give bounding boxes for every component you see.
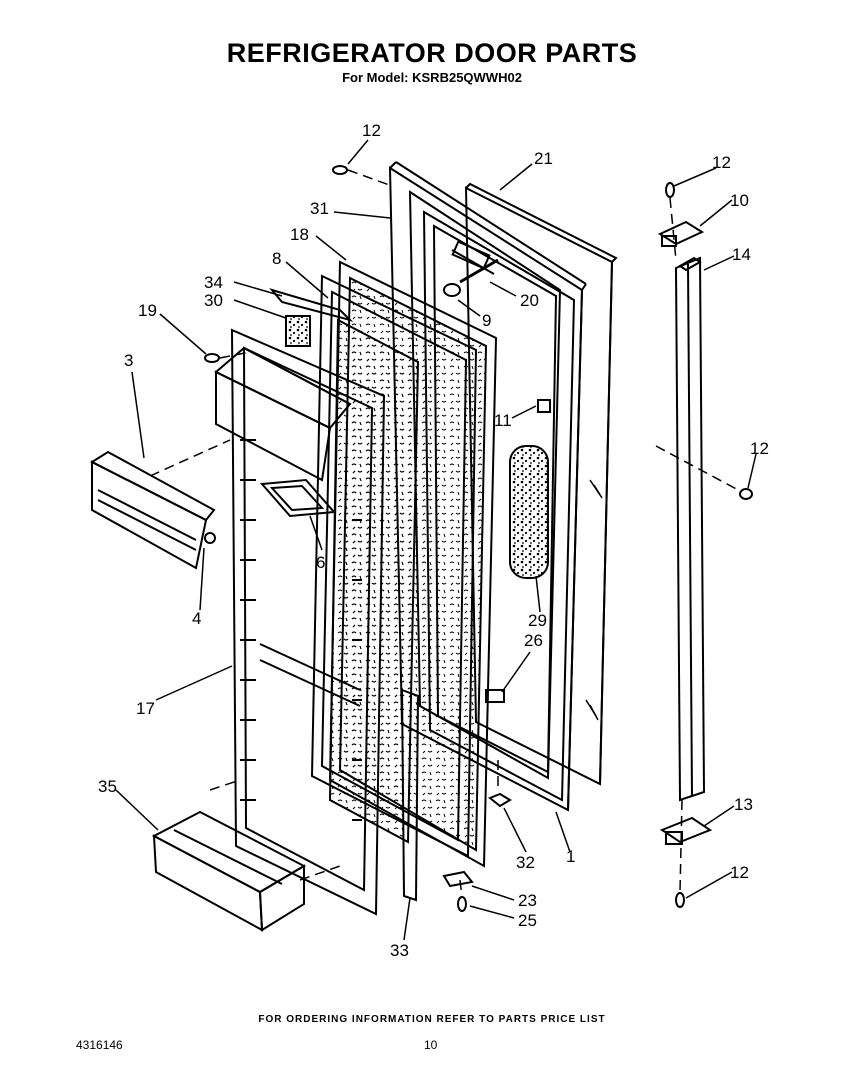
callout-14: 14 [732,245,751,264]
bottom-bracket [442,870,474,888]
shelf-clip [485,689,505,703]
callout-6: 6 [316,553,325,572]
callout-9: 9 [482,311,491,330]
callout-33: 33 [390,941,409,960]
insulation-sheet [328,318,420,844]
screw-4 [204,532,216,544]
callout-12-right-mid: 12 [750,439,769,458]
handle-pocket [259,478,337,518]
page-number: 10 [424,1038,438,1052]
callout-13: 13 [734,795,753,814]
hinge-channel [674,256,706,802]
screw-19 [204,353,220,363]
door-liner [230,328,386,916]
callout-10: 10 [730,191,749,210]
callout-17: 17 [136,699,155,718]
callout-12-top: 12 [362,121,381,140]
callout-18: 18 [290,225,309,244]
callout-29: 29 [528,611,547,630]
callout-19: 19 [138,301,157,320]
callout-8: 8 [272,249,281,268]
page-title: REFRIGERATOR DOOR PARTS [226,38,638,68]
callout-1: 1 [566,847,575,866]
screw-25 [457,896,467,912]
callout-31: 31 [310,199,329,218]
bumper [443,283,461,297]
callout-34: 34 [204,273,223,292]
wire-clip [537,399,551,413]
bottom-hinge [659,816,713,845]
trim-strip [400,688,420,902]
callout-20: 20 [520,291,539,310]
callout-12-right-bottom: 12 [730,863,749,882]
callout-3: 3 [124,351,133,370]
callout-25: 25 [518,911,537,930]
retainer-rod [459,258,499,284]
callout-26: 26 [524,631,543,650]
top-hinge [657,220,705,247]
screw-12-right-top [665,182,675,198]
model-subtitle: For Model: KSRB25QWWH02 [342,70,522,85]
foam-pad [509,445,549,579]
gasket-frame [310,274,478,858]
callout-11: 11 [494,411,512,430]
bottom-door-bin [151,810,307,932]
screw-12-right-bottom [675,892,685,908]
callout-4: 4 [192,609,201,628]
callout-35: 35 [98,777,117,796]
screw-12-right-mid [739,488,753,500]
callout-32: 32 [516,853,535,872]
door-cap [488,792,512,808]
callout-23: 23 [518,891,537,910]
document-number: 4316146 [76,1038,123,1052]
callout-21: 21 [534,149,553,168]
cover-plate [269,288,354,322]
dispenser-housing [214,346,352,482]
callout-30: 30 [204,291,223,310]
screw-12-top [332,165,348,175]
ordering-note: FOR ORDERING INFORMATION REFER TO PARTS … [258,1014,606,1025]
callout-12-right-top: 12 [712,153,731,172]
door-bin-front [89,450,216,570]
spacer-block [285,315,311,347]
